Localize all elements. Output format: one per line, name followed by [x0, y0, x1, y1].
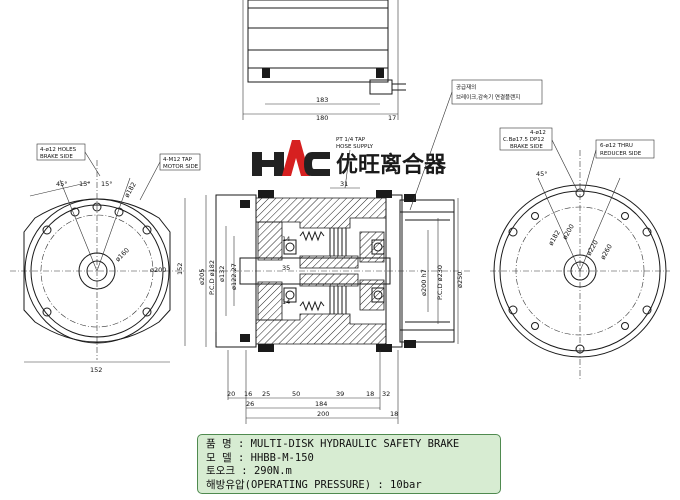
brand-logo: 优旺离合器 — [252, 140, 447, 178]
dim-sec-d132: ø132 — [218, 266, 226, 282]
spec-torque-value: 290N.m — [253, 465, 292, 477]
dim-sec-31: 31 — [340, 180, 348, 188]
spec-row-torque: 토오크 : 290N.m — [206, 465, 292, 477]
dim-bot-16: 16 — [244, 390, 252, 398]
dim-bot-39: 39 — [336, 390, 344, 398]
dim-sec-205: ø205 — [198, 269, 206, 285]
dim-bot-18: 18 — [366, 390, 374, 398]
note-left-tap-1: 4-M12 TAP — [163, 157, 193, 163]
note-right-brake-2: C.Bø17.5 DP12 — [503, 137, 544, 143]
dim-bot-32: 32 — [382, 390, 390, 398]
spec-box: 품 명 : MULTI-DISK HYDRAULIC SAFETY BRAKE … — [197, 434, 501, 494]
dim-top-180: 180 — [316, 114, 328, 122]
dim-left-d200: ø200 — [150, 266, 166, 274]
dim-bot-20: 20 — [227, 390, 235, 398]
dim-bot-200: 200 — [317, 410, 329, 418]
right-view: 45° ø182 ø200 ø220 ø260 4-ø12 C.Bø17.5 D… — [490, 127, 670, 380]
dim-bot-18b: 18 — [390, 410, 398, 418]
dim-left-15a: 15° — [79, 180, 91, 188]
dim-left-d160: ø160 — [114, 246, 131, 263]
spec-product-value: MULTI-DISK HYDRAULIC SAFETY BRAKE — [250, 438, 460, 450]
spec-pressure-label: 해방유압(OPERATING PRESSURE) — [206, 478, 372, 491]
dim-sec-pcd182: P.C.D ø182 — [208, 260, 216, 295]
dim-right-d182: ø182 — [547, 229, 562, 247]
dim-bot-50: 50 — [292, 390, 300, 398]
spec-row-model: 모 델 : HHBB-M-150 — [206, 451, 314, 464]
dim-sec-d200: ø200 h7 — [420, 269, 428, 296]
dim-left-d182: ø182 — [123, 181, 138, 199]
dim-bot-184: 184 — [315, 400, 327, 408]
hac-logo — [252, 140, 330, 176]
note-left-holes-1: 4-ø12 HOLES — [40, 147, 77, 153]
note-kr-2: 브레이크,감속기 연결플랜지 — [456, 93, 520, 101]
note-right-brake-1: 4-ø12 — [530, 130, 546, 136]
spec-model-label: 모 델 — [206, 451, 232, 464]
spec-model-value: HHBB-M-150 — [250, 451, 314, 464]
spec-pressure-value: 10bar — [390, 478, 422, 491]
dim-bot-25: 25 — [262, 390, 270, 398]
dim-right-d260: ø260 — [599, 243, 614, 261]
spec-product-label: 품 명 — [206, 438, 232, 450]
note-left-tap-2: MOTOR SIDE — [163, 164, 199, 170]
dim-top-17: 17 — [388, 114, 396, 122]
dim-bot-26: 26 — [246, 400, 254, 408]
dim-sec-d250: ø250 — [456, 272, 464, 288]
note-left-holes-2: BRAKE SIDE — [40, 154, 73, 160]
note-right-reducer-1: 6-ø12 THRU — [600, 143, 633, 149]
dim-right-d200: ø200 — [561, 223, 576, 241]
spec-row-product: 품 명 : MULTI-DISK HYDRAULIC SAFETY BRAKE — [206, 438, 460, 450]
brand-chinese-name: 优旺离合器 — [336, 152, 447, 178]
dim-left-45: 45° — [56, 180, 68, 188]
dim-left-15b: 15° — [101, 180, 113, 188]
left-view: 152 152 45° 15° 15° ø182 ø160 ø200 4-ø12… — [10, 143, 201, 374]
note-right-reducer-2: REDUCER SIDE — [600, 151, 642, 157]
section-view: 31 35 14 14 ø205 P.C.D ø182 ø132 ø122.27… — [198, 79, 543, 424]
spec-row-pressure: 해방유압(OPERATING PRESSURE) : 10bar — [206, 478, 422, 491]
dim-sec-35: 35 — [282, 264, 290, 272]
top-view: 183 180 17 — [242, 0, 406, 122]
spec-torque-label: 토오크 — [206, 465, 235, 477]
disk-pack — [329, 228, 347, 314]
dim-top-183: 183 — [316, 96, 328, 104]
note-hose-supply: HOSE SUPPLY — [336, 144, 374, 150]
dim-left-152-h: 152 — [90, 366, 102, 374]
dim-right-45: 45° — [536, 170, 548, 178]
dim-sec-d122: ø122.27 — [230, 263, 238, 290]
dim-right-d220: ø220 — [585, 239, 600, 257]
note-kr-1: 공급재의 — [456, 83, 476, 91]
dim-sec-pcd230: P.C.D ø230 — [436, 265, 444, 300]
dim-sec-14a: 14 — [282, 235, 290, 243]
note-pt-tap: PT 1/4 TAP — [336, 137, 366, 143]
note-right-brake-3: BRAKE SIDE — [510, 144, 543, 150]
dim-sec-14b: 14 — [282, 298, 290, 306]
dim-left-152-v: 152 — [176, 263, 184, 275]
